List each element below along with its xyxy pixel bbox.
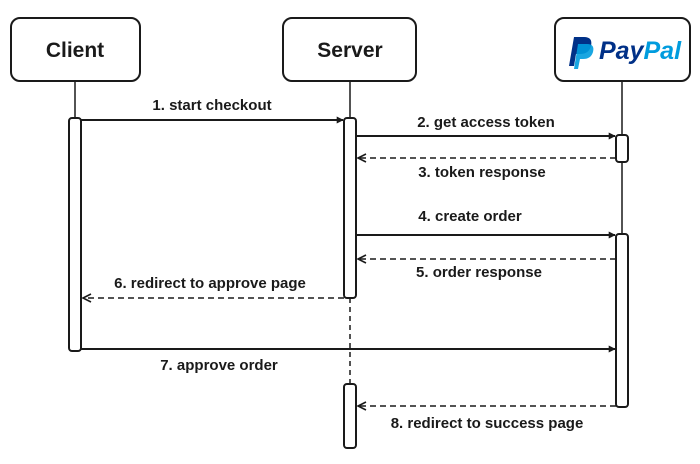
message-5-label: 5. order response — [416, 264, 542, 281]
message-4-label: 4. create order — [418, 208, 522, 225]
message-4: 4. create order — [356, 208, 616, 239]
server-participant: Server — [282, 17, 417, 82]
client-title: Client — [46, 39, 104, 62]
paypal-activation-2 — [615, 233, 629, 408]
server-activation-2 — [343, 383, 357, 449]
paypal-participant: PayPal — [554, 17, 691, 82]
paypal-logo: PayPal — [569, 37, 682, 69]
message-2: 2. get access token — [356, 114, 616, 140]
message-7-label: 7. approve order — [160, 357, 278, 374]
client-participant: Client — [10, 17, 141, 82]
message-2-label: 2. get access token — [417, 114, 555, 131]
message-1-label: 1. start checkout — [152, 97, 271, 114]
paypal-p-icon — [569, 37, 594, 69]
client-activation — [68, 117, 82, 352]
server-title: Server — [317, 39, 382, 62]
message-5: 5. order response — [358, 259, 616, 281]
message-7: 7. approve order — [81, 345, 616, 374]
message-8-label: 8. redirect to success page — [391, 415, 584, 432]
message-6: 6. redirect to approve page — [83, 275, 344, 298]
paypal-wordmark: PayPal — [599, 37, 682, 65]
message-8: 8. redirect to success page — [358, 406, 616, 432]
paypal-activation-1 — [615, 134, 629, 163]
message-3: 3. token response — [358, 158, 616, 181]
server-activation-1 — [343, 117, 357, 299]
message-1: 1. start checkout — [81, 97, 344, 124]
message-6-label: 6. redirect to approve page — [114, 275, 306, 292]
message-3-label: 3. token response — [418, 164, 546, 181]
